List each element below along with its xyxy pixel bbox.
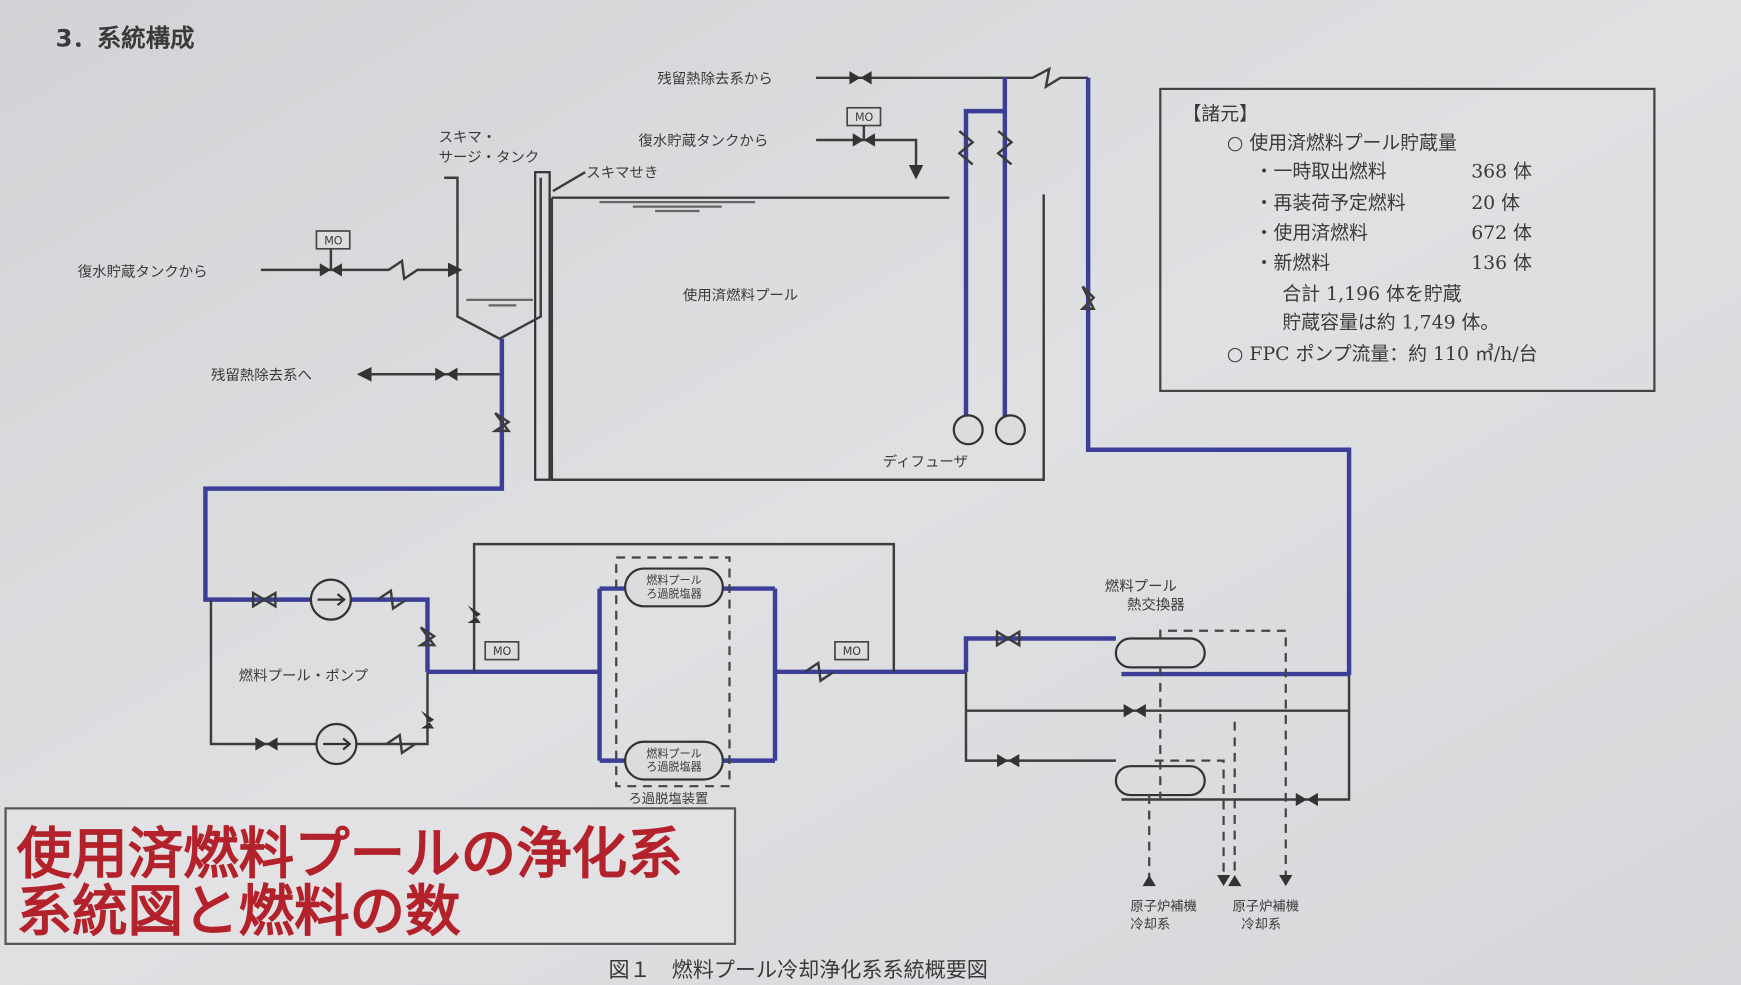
label-skimmer-weir: スキマせき — [586, 165, 658, 182]
overlay-title-line2: 系統図と燃料の数 — [17, 880, 462, 945]
pipe-return-diffusers — [952, 77, 1352, 676]
mo-valve-label: MO — [493, 645, 512, 658]
specs-pump-flow: ○ FPC ポンプ流量：約 110 ㎥/h/台 — [1227, 343, 1538, 365]
filter-demineralizer-2: 燃料プールろ過脱塩器 — [624, 740, 724, 781]
svg-text:燃料プールろ過脱塩器: 燃料プールろ過脱塩器 — [646, 573, 701, 600]
specs-item-label: ・新燃料 — [1255, 252, 1331, 274]
specs-item-label: ・一時取出燃料 — [1255, 161, 1387, 183]
label-cst-from-top: 復水貯蔵タンクから — [638, 133, 768, 150]
diffuser-icon — [952, 414, 984, 446]
pipe-pump-suction — [203, 338, 511, 766]
filter-demineralizer-1: 燃料プールろ過脱塩器 — [624, 567, 724, 608]
label-heat-exchanger: 燃料プール熱交換器 — [1105, 577, 1185, 614]
label-cst-from-left: 復水貯蔵タンクから — [78, 264, 208, 281]
specs-title: 【諸元】 — [1183, 103, 1258, 125]
specs-capacity: 貯蔵容量は約 1,749 体。 — [1282, 312, 1499, 334]
label-spent-fuel-pool: 使用済燃料プール — [683, 286, 798, 304]
label-rhr-to: 残留熱除去系へ — [211, 367, 312, 384]
specs-item-value: 20 体 — [1471, 192, 1520, 214]
label-rhr-from: 残留熱除去系から — [657, 70, 772, 87]
pipe-rhr-outlet — [356, 366, 500, 382]
specs-item-value: 672 体 — [1471, 222, 1532, 244]
spent-fuel-pool — [534, 171, 1045, 481]
svg-text:燃料プールろ過脱塩器: 燃料プールろ過脱塩器 — [646, 746, 701, 773]
specs-item-label: ・再装荷予定燃料 — [1255, 192, 1406, 214]
pipe-cst-inlet-left: MO — [260, 230, 463, 281]
figure-caption: 図１ 燃料プール冷却浄化系系統概要図 — [608, 957, 987, 982]
specs-total: 合計 1,196 体を貯蔵 — [1282, 283, 1461, 305]
pipe-filter-loop: MO MO — [427, 542, 966, 788]
section-heading: 3．系統構成 — [56, 24, 195, 53]
overlay-title-line1: 使用済燃料プールの浄化系 — [17, 822, 683, 887]
pipe-heat-exchangers — [963, 629, 1351, 887]
diffuser-icon — [994, 414, 1026, 446]
pipe-cst-inlet-top: MO — [816, 106, 924, 180]
skimmer-surge-tank — [444, 176, 542, 341]
specs-item-label: ・使用済燃料 — [1255, 222, 1368, 244]
label-ccw-1: 原子炉補機冷却系 — [1130, 899, 1197, 933]
heat-exchanger-icon — [1114, 637, 1206, 669]
mo-valve-label: MO — [843, 645, 862, 658]
specs-item-value: 368 体 — [1471, 161, 1532, 183]
mo-valve-label: MO — [324, 234, 343, 247]
label-ccw-2: 原子炉補機冷却系 — [1232, 899, 1299, 933]
specs-box: 【諸元】 ○ 使用済燃料プール貯蔵量 ・一時取出燃料 368 体 ・再装荷予定燃… — [1159, 87, 1656, 393]
overlay-title-box: 使用済燃料プールの浄化系 系統図と燃料の数 — [4, 807, 737, 945]
label-pool-pump: 燃料プール・ポンプ — [239, 667, 369, 685]
label-filter-unit: ろ過脱塩装置 — [628, 791, 708, 807]
mo-valve-label: MO — [855, 111, 874, 124]
specs-item-value: 136 体 — [1471, 252, 1532, 274]
label-skimmer-tank: スキマ・サージ・タンク — [439, 130, 540, 166]
label-diffuser: ディフューザ — [883, 452, 968, 470]
specs-storage-title: ○ 使用済燃料プール貯蔵量 — [1227, 132, 1457, 154]
pipe-rhr-inlet — [816, 66, 1089, 90]
